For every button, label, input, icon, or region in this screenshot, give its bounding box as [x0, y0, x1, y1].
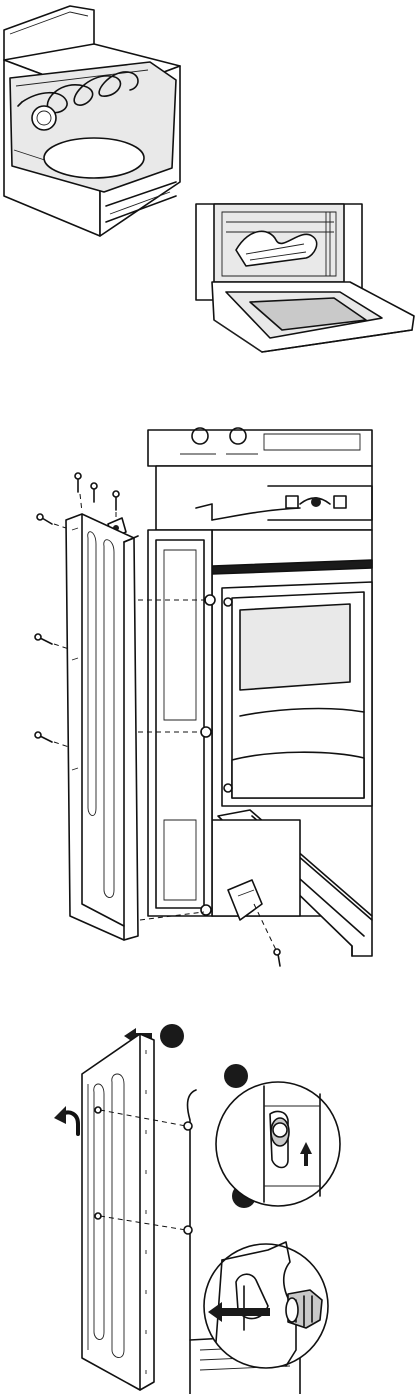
side-panel [66, 514, 138, 940]
screw-icon [75, 473, 81, 492]
detail-keyhole-lift [216, 1082, 340, 1206]
screw-icon [91, 483, 97, 502]
side-panel [82, 1034, 154, 1390]
screw-icon [35, 634, 52, 644]
side-frame [148, 530, 215, 916]
range-overview-figure [0, 0, 416, 360]
oven-open-door [196, 204, 414, 352]
screw-icon [113, 491, 119, 510]
screw-icon [35, 732, 52, 742]
step-marker-2 [224, 1064, 248, 1088]
control-panel [148, 428, 372, 466]
range-overview-drawing [0, 0, 416, 360]
storage-drawer [212, 820, 300, 920]
side-panel-removal-drawing [0, 1010, 416, 1394]
tilt-arrow-icon [54, 1106, 78, 1134]
screw-icon [37, 514, 52, 524]
range-body [4, 6, 180, 236]
screw-icon [274, 949, 280, 966]
step-marker-1 [160, 1024, 184, 1048]
side-panel-removal-steps-figure [0, 1010, 416, 1394]
detail-keyhole-slide [204, 1242, 328, 1368]
side-panel-exploded-figure [0, 420, 416, 980]
wiring-area [156, 466, 372, 530]
side-panel-exploded-drawing [0, 420, 416, 980]
element-bracket [32, 106, 56, 130]
